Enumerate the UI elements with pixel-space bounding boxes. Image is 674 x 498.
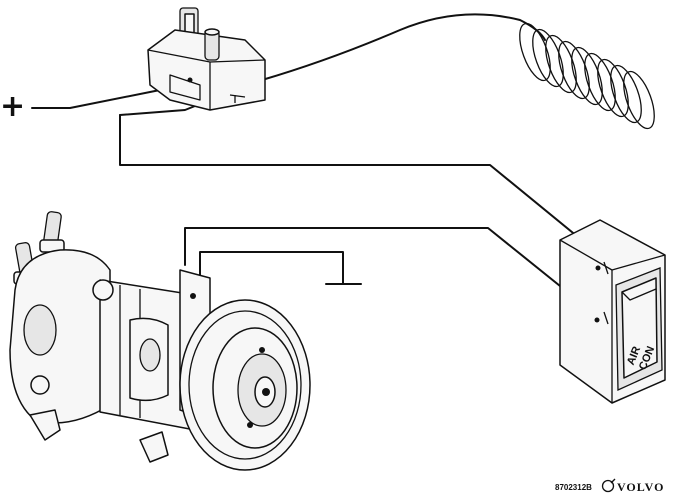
ac-compressor-icon [9,211,311,471]
capillary-coil-icon [519,22,655,130]
figure-code: 8702312B [555,483,592,492]
thermostat-switch-icon [147,7,266,111]
wiring [31,13,601,291]
wire-supply-to-thermostat [31,89,161,109]
wire-compressor-to-switch [184,227,566,291]
rocker-switch-icon: AIR CON [559,219,666,404]
brand-wordmark: VOLVO [617,480,664,493]
capillary-tube [261,13,546,81]
positive-supply-symbol: + [0,89,25,124]
wire-ground [199,251,344,285]
volvo-logo-icon [601,478,616,493]
wire-thermostat-to-switch [119,114,601,256]
